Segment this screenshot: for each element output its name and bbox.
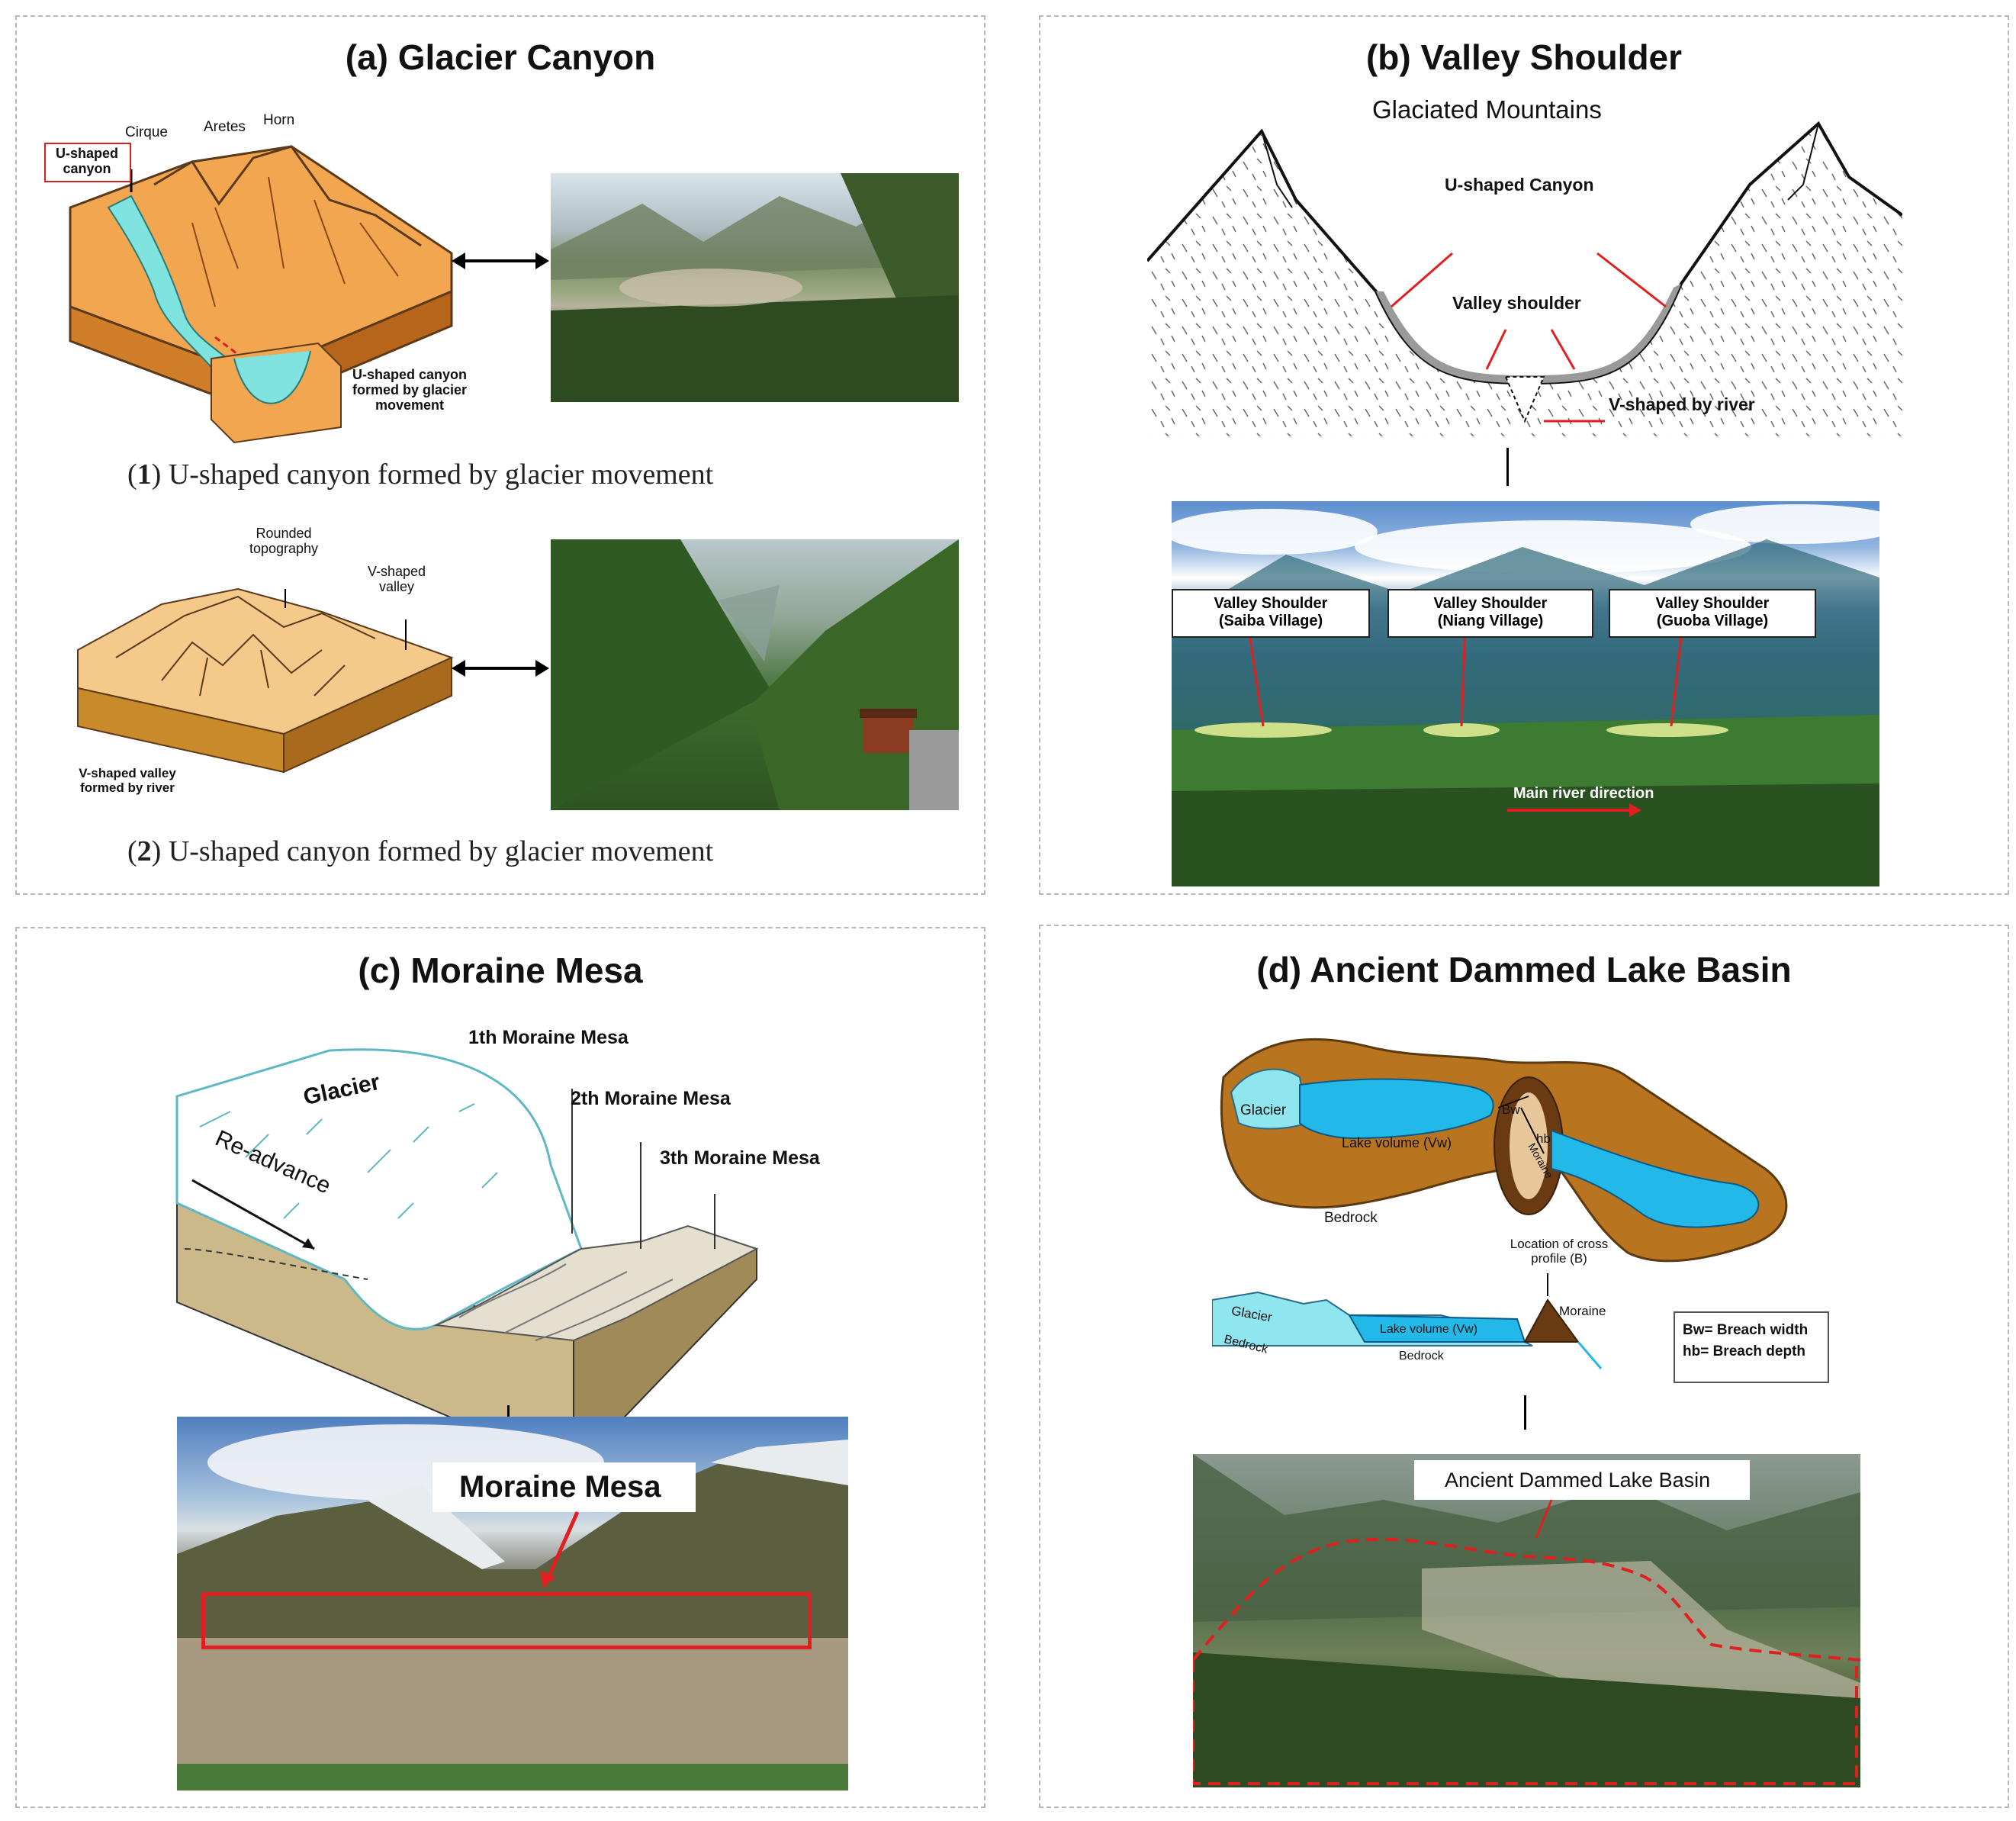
label-bedrock: Bedrock [1324, 1210, 1378, 1226]
caption-2-text: U-shaped canyon formed by glacier moveme… [168, 835, 714, 867]
dammed-lake-photo [1193, 1454, 1860, 1787]
v-valley-block-diagram [77, 587, 454, 774]
moraine-mesa-highlight-box [201, 1592, 812, 1649]
label-horn: Horn [263, 112, 295, 128]
label-main-river-direction: Main river direction [1513, 785, 1654, 802]
glaciated-mountains-sketch [1147, 121, 1902, 436]
panel-dammed-lake: (d) Ancient Dammed Lake Basin Glacier La… [1039, 925, 2009, 1808]
guoba-line2: (Guoba Village) [1656, 613, 1769, 629]
label-lake-profile: Lake volume (Vw) [1380, 1323, 1478, 1336]
valley-shoulder-box-guoba: Valley Shoulder (Guoba Village) [1609, 589, 1816, 638]
moraine-pointer-arrow-icon [540, 1511, 580, 1588]
panel-a-title: (a) Glacier Canyon [345, 37, 656, 77]
panel-d-title: (d) Ancient Dammed Lake Basin [1256, 950, 1792, 989]
caption-2: (2) U-shaped canyon formed by glacier mo… [127, 835, 714, 867]
moraine-mesa-photo [177, 1417, 848, 1790]
label-cirque: Cirque [125, 124, 168, 140]
saiba-line2: (Saiba Village) [1218, 613, 1323, 629]
niang-line1: Valley Shoulder [1433, 595, 1548, 612]
panel-valley-shoulder: (b) Valley Shoulder Glaciated Mountains … [1039, 15, 2009, 895]
caption-1: (1) U-shaped canyon formed by glacier mo… [127, 458, 714, 491]
label-mesa-1: 1th Moraine Mesa [468, 1027, 629, 1048]
panel-b-title: (b) Valley Shoulder [1365, 37, 1683, 77]
arrow-head-left-icon [452, 253, 465, 269]
legend-hb: hb= Breach depth [1683, 1343, 1805, 1359]
label-moraine-profile: Moraine [1559, 1304, 1606, 1318]
label-v-shaped-by-river: V-shaped by river [1609, 394, 1755, 414]
label-aretes: Aretes [204, 119, 246, 135]
arrow-head-right-icon [535, 253, 549, 269]
panel-moraine-mesa: (c) Moraine Mesa Glacier Re-advance 1th … [15, 927, 985, 1808]
label-mesa-2: 2th Moraine Mesa [571, 1088, 731, 1109]
label-moraine-mesa-photo: Moraine Mesa [459, 1470, 661, 1504]
label-lake-volume: Lake volume (Vw) [1342, 1135, 1452, 1150]
dammed-lake-plan-diagram [1220, 1038, 1788, 1263]
moraine-mesa-diagram [175, 1048, 759, 1472]
saiba-line1: Valley Shoulder [1214, 595, 1328, 612]
niang-line2: (Niang Village) [1437, 613, 1544, 629]
panel-c-title: (c) Moraine Mesa [358, 951, 643, 990]
u-shaped-canyon-box [44, 143, 131, 182]
double-arrow-2 [455, 667, 547, 670]
label-bw: Bw [1502, 1102, 1520, 1117]
arrow-head-left-icon [452, 660, 465, 677]
label-mesa-3: 3th Moraine Mesa [660, 1147, 820, 1169]
arrow-head-right-icon [535, 660, 549, 677]
breach-legend-box [1674, 1311, 1829, 1383]
valley-shoulder-box-niang: Valley Shoulder (Niang Village) [1387, 589, 1593, 638]
label-ancient-lake-photo: Ancient Dammed Lake Basin [1445, 1469, 1711, 1491]
double-arrow-1 [455, 259, 547, 262]
label-rounded-topography: Rounded topography [249, 526, 319, 556]
updown-arrow-d [1524, 1395, 1526, 1430]
lake-label-bg [1414, 1460, 1750, 1500]
u-canyon-inset [211, 342, 342, 444]
label-valley-shoulder: Valley shoulder [1452, 293, 1581, 313]
valley-shoulder-photo [1172, 501, 1879, 886]
label-v-shaped-valley: V-shaped valley [367, 564, 426, 594]
label-bedrock-profile: Bedrock [1399, 1350, 1444, 1363]
panel-glacier-canyon: (a) Glacier Canyon U-shaped canyon Cirqu… [15, 15, 985, 895]
label-glaciated-mountains: Glaciated Mountains [1372, 95, 1602, 124]
label-u-shaped-canyon-b: U-shaped Canyon [1445, 175, 1594, 195]
glacier-canyon-photo [551, 173, 959, 402]
label-glacier-d: Glacier [1240, 1102, 1287, 1118]
legend-bw: Bw= Breach width [1683, 1322, 1809, 1338]
inset-note: U-shaped canyon formed by glacier moveme… [352, 367, 468, 413]
updown-arrow-b [1506, 448, 1509, 486]
label-location-cross-profile: Location of cross profile (B) [1510, 1237, 1609, 1266]
guoba-line1: Valley Shoulder [1655, 595, 1770, 612]
caption-1-number: 1 [137, 458, 152, 491]
dammed-lake-cross-profile [1212, 1273, 1603, 1369]
label-v-valley-river: V-shaped valley formed by river [79, 766, 176, 795]
caption-2-number: 2 [137, 835, 152, 867]
label-hb: hb [1536, 1131, 1551, 1146]
label-u-shaped-canyon: U-shaped canyon [55, 146, 118, 176]
moraine-label-bg [432, 1462, 696, 1512]
valley-shoulder-box-saiba: Valley Shoulder (Saiba Village) [1172, 589, 1370, 638]
caption-1-text: U-shaped canyon formed by glacier moveme… [168, 458, 714, 491]
v-valley-photo [551, 539, 959, 810]
